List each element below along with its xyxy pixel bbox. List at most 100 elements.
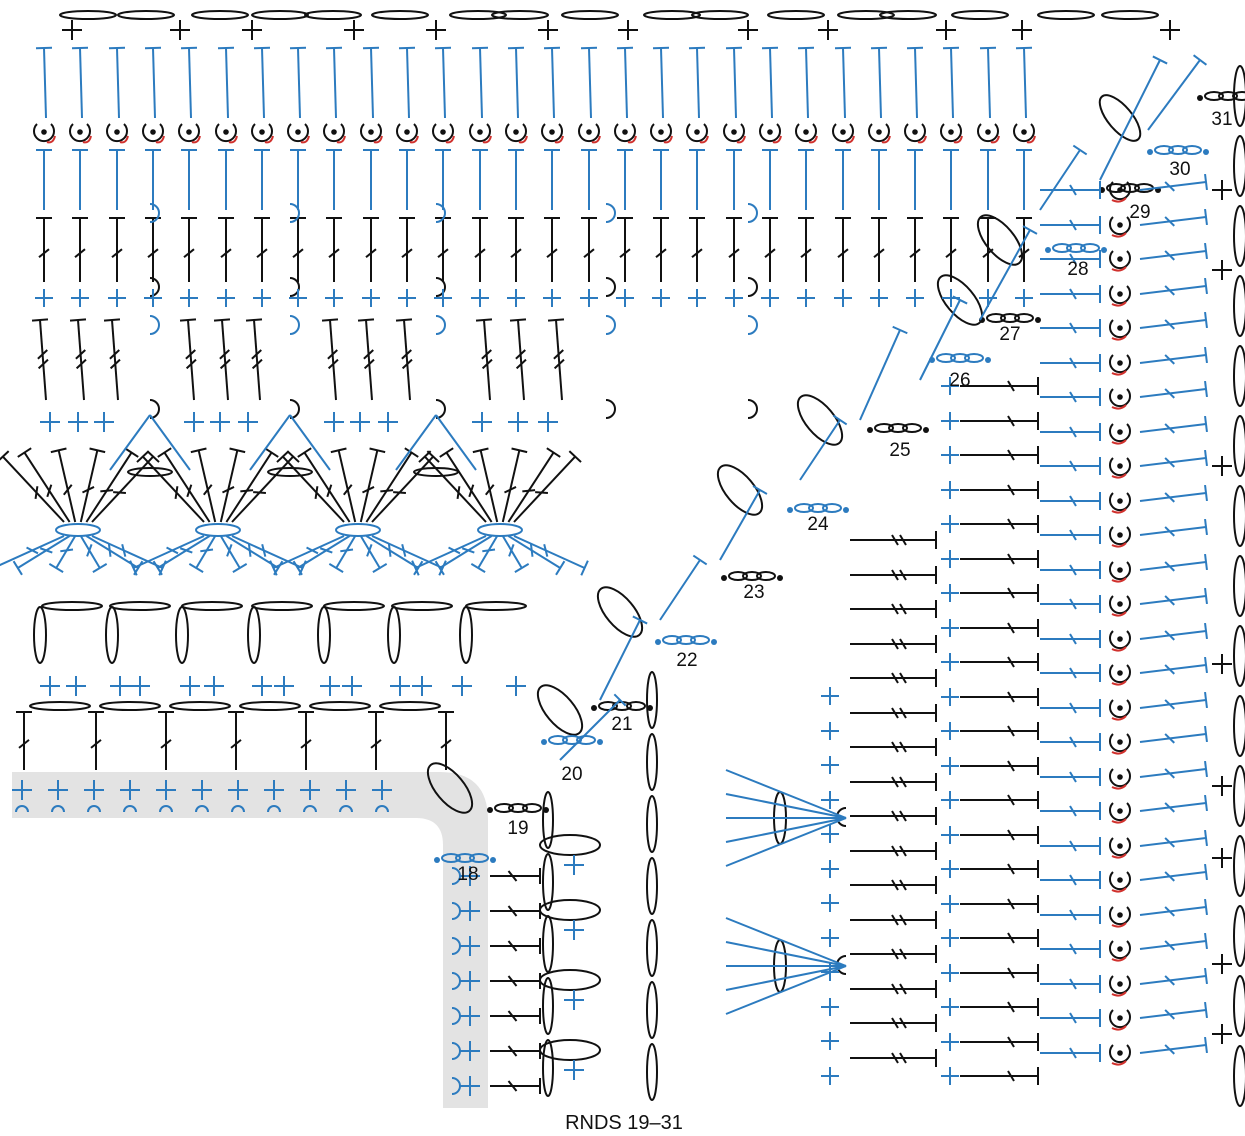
diag-chain xyxy=(539,969,601,991)
stitch-slash xyxy=(1069,771,1077,783)
vertical-chain xyxy=(387,606,401,664)
stitch-slash xyxy=(1007,380,1015,392)
ring-icon xyxy=(1109,940,1131,960)
blue-loop-icon xyxy=(451,937,461,955)
stitch-slash xyxy=(1164,492,1175,503)
vertical-chain xyxy=(646,733,658,791)
turn-arrow xyxy=(1111,680,1127,686)
stitch-top-bar xyxy=(1204,277,1208,295)
stitch-top-bar xyxy=(1204,449,1208,467)
join-dot xyxy=(912,129,918,135)
stitch-top-bar xyxy=(188,563,204,573)
chain-oval xyxy=(1168,145,1188,155)
stitch-slash xyxy=(370,739,382,749)
stitch-slash xyxy=(1007,725,1015,737)
stitch-slash xyxy=(1007,415,1015,427)
round-label-22: 22 xyxy=(676,650,697,671)
join-dot xyxy=(1117,636,1123,642)
shell-stitch-blue xyxy=(477,535,499,569)
ring-icon xyxy=(1109,768,1131,788)
blue-loop-icon xyxy=(451,972,461,990)
join-dot xyxy=(368,129,374,135)
turn-arrow xyxy=(1111,404,1127,410)
round-label-24: 24 xyxy=(807,514,829,535)
post-hook-icon xyxy=(149,277,160,297)
blue-column-stitch xyxy=(551,47,555,119)
chain-oval xyxy=(794,503,814,513)
fan-line xyxy=(725,817,847,867)
join-dot xyxy=(658,129,664,135)
join-dot xyxy=(1035,317,1041,323)
stitch-slash xyxy=(437,248,449,258)
chain-oval xyxy=(662,635,682,645)
shell-stitch xyxy=(23,452,71,523)
ring-icon xyxy=(1109,595,1131,615)
chain-oval xyxy=(309,701,371,711)
row-stitch-blue xyxy=(1139,664,1207,674)
stitch-top-bar xyxy=(404,447,419,458)
corner-chain xyxy=(936,274,984,326)
stitch-slash xyxy=(1164,630,1175,641)
turn-arrow xyxy=(228,135,238,144)
turn-arrow xyxy=(663,135,673,144)
stitch-slash xyxy=(1007,1036,1015,1048)
shaded-corner xyxy=(12,772,488,1108)
stitch-slash xyxy=(1069,874,1077,886)
stitch-top-bar xyxy=(12,560,23,576)
stitch-slash xyxy=(1164,595,1175,606)
stitch-slash xyxy=(1164,699,1175,710)
shell-center xyxy=(55,523,101,537)
join-dot xyxy=(186,129,192,135)
blue-loop-icon xyxy=(51,805,65,813)
turn-arrow xyxy=(808,135,818,144)
join-dot xyxy=(1117,877,1123,883)
join-dot xyxy=(1117,325,1123,331)
stitch-slash xyxy=(1018,248,1030,258)
blue-column-stitch xyxy=(769,47,773,119)
join-dot xyxy=(803,129,809,135)
chain-oval xyxy=(379,701,441,711)
diag-chain xyxy=(539,834,601,856)
chain-oval xyxy=(676,635,696,645)
chain-oval xyxy=(1052,243,1072,253)
join-dot xyxy=(487,807,493,813)
stitch-top-bar xyxy=(1204,898,1208,916)
stitch-top-bar xyxy=(31,318,49,322)
stitch-slash xyxy=(507,905,518,917)
turn-arrow xyxy=(1111,611,1127,617)
stitch-slash xyxy=(800,248,812,258)
row-stitch-blue xyxy=(1139,906,1207,916)
stitch-slash xyxy=(899,776,907,788)
turn-arrow xyxy=(409,135,419,144)
chain-oval xyxy=(951,10,1009,20)
turn-arrow xyxy=(445,135,455,144)
stitch-slash xyxy=(179,547,193,554)
join-dot xyxy=(985,357,991,363)
blue-column-stitch xyxy=(43,47,47,119)
join-dot xyxy=(597,739,603,745)
black-treble xyxy=(111,319,119,401)
join-dot xyxy=(1117,256,1123,262)
stitch-slash xyxy=(219,358,231,370)
ring-icon xyxy=(287,123,309,143)
chain-oval xyxy=(1182,145,1202,155)
shell-stitch xyxy=(79,450,99,523)
stitch-top-bar xyxy=(438,560,447,576)
chain-oval xyxy=(756,571,776,581)
fan-line xyxy=(725,793,847,819)
blue-loop-icon xyxy=(87,805,101,813)
edge-chain xyxy=(1233,695,1245,757)
chain-oval xyxy=(874,423,894,433)
join-dot xyxy=(1147,149,1153,155)
blue-column-stitch xyxy=(225,47,229,119)
join-dot xyxy=(259,129,265,135)
turn-arrow xyxy=(917,135,927,144)
corner-diagonal xyxy=(1099,59,1161,181)
stitch-slash xyxy=(1164,423,1175,434)
blue-round-stitches xyxy=(0,46,1209,1096)
chain-oval xyxy=(449,10,507,20)
blue-column-stitch xyxy=(297,47,301,119)
blue-loop-icon xyxy=(375,805,389,813)
black-treble xyxy=(403,319,411,401)
